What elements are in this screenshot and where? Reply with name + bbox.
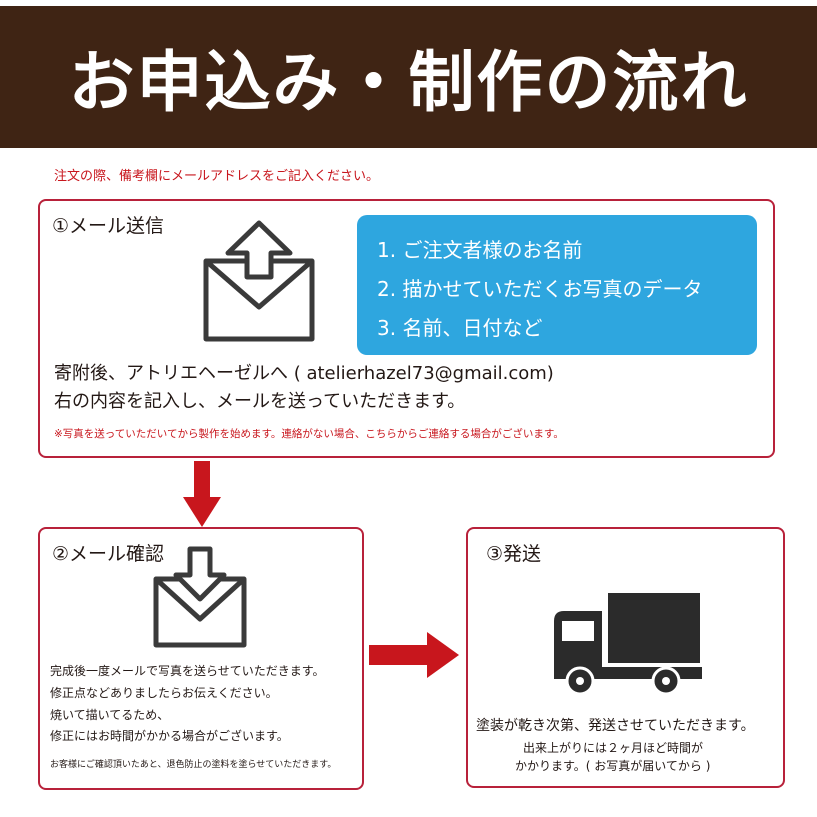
list-item: 3. 名前、日付など: [377, 316, 543, 340]
step2-line4: 修正にはお時間がかかる場合がございます。: [50, 729, 289, 743]
step3-title: ③発送: [486, 543, 542, 565]
step3-line3: かかります。( お写真が届いてから ): [515, 759, 711, 773]
list-item: 1. ご注文者様のお名前: [377, 238, 583, 262]
step3-box: ③発送 塗装が乾き次第、発送させていただきます。 出来上がりには２ヶ月ほど時間が…: [466, 527, 785, 788]
arrow-right-icon: [369, 632, 459, 678]
top-note: 注文の際、備考欄にメールアドレスをご記入ください。: [54, 169, 380, 184]
header-banner: お申込み・制作の流れ: [0, 6, 817, 148]
step2-title: ②メール確認: [52, 543, 165, 565]
step1-note: ※写真を送っていただいてから製作を始めます。連絡がない場合、こちらからご連絡する…: [54, 428, 564, 440]
step1-title: ①メール送信: [52, 215, 165, 237]
page-title: お申込み・制作の流れ: [68, 44, 749, 121]
mail-upload-icon: [203, 220, 315, 342]
step1-box: ①メール送信 1. ご注文者様のお名前 2. 描かせていただくお写真のデータ 3…: [38, 199, 775, 458]
step3-line1: 塗装が乾き次第、発送させていただきます。: [476, 718, 755, 734]
step2-line1: 完成後一度メールで写真を送らせていただきます。: [50, 664, 325, 678]
step2-box: ②メール確認 完成後一度メールで写真を送らせていただきます。 修正点などありまし…: [38, 527, 364, 790]
step1-line2: 右の内容を記入し、メールを送っていただきます。: [54, 391, 466, 412]
step2-note: お客様にご確認頂いたあと、退色防止の塗料を塗らせていただきます。: [50, 760, 337, 770]
arrow-down-icon: [183, 461, 221, 527]
step2-line2: 修正点などありましたらお伝えください。: [50, 686, 278, 700]
required-info-panel: 1. ご注文者様のお名前 2. 描かせていただくお写真のデータ 3. 名前、日付…: [357, 215, 757, 355]
step3-line2: 出来上がりには２ヶ月ほど時間が: [523, 741, 704, 755]
step1-line1: 寄附後、アトリエヘーゼルへ ( atelierhazel73@gmail.com…: [54, 363, 554, 384]
step2-line3: 焼いて描いてるため、: [50, 708, 170, 722]
truck-icon: [554, 593, 702, 695]
mail-download-icon: [153, 546, 247, 648]
list-item: 2. 描かせていただくお写真のデータ: [377, 277, 703, 301]
